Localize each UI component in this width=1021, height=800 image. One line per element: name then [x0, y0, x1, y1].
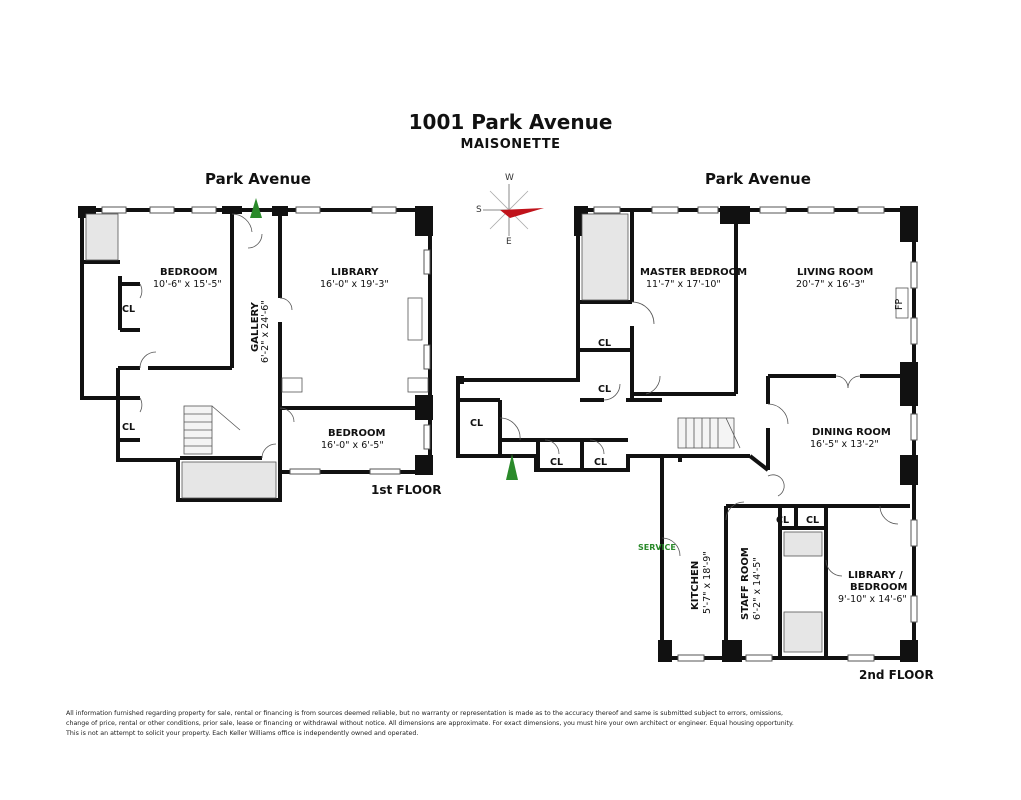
floor2-closet-label: CL [598, 338, 611, 349]
floor1-stair [184, 405, 241, 447]
floor2-library-bedroom-dims: 9'-10" x 14'-6" [838, 594, 907, 605]
floor1-library-dims: 16'-0" x 19'-3" [320, 279, 389, 290]
floor2-closet-label: CL [550, 457, 563, 468]
floor1-columns [78, 206, 433, 475]
floor2-street-label: Park Avenue [705, 170, 811, 188]
floor2-dining-room-dims: 16'-5" x 13'-2" [810, 439, 879, 450]
floor2-fireplace-label: FP [894, 299, 905, 310]
floor2-kitchen-dims: 5'-7" x 18'-9" [702, 551, 713, 614]
floor2-label: 2nd FLOOR [859, 668, 934, 682]
floor2-staff-room-name: STAFF ROOM [740, 547, 751, 620]
disclaimer-line: change of price, rental or other conditi… [66, 720, 794, 727]
floor2-stair [685, 417, 741, 449]
compass-needle-icon [500, 208, 544, 218]
compass-label-w: W [505, 173, 514, 183]
floor2-staff-room-dims: 6'-2" x 14'-5" [752, 557, 763, 620]
floor2-windows [593, 206, 918, 662]
floor1-gallery-name: GALLERY [250, 301, 261, 352]
floor2-library-bedroom-name-line2: BEDROOM [850, 582, 907, 593]
floor2-doors [499, 301, 899, 577]
floor1-closet-label: CL [122, 304, 135, 315]
floor2-fixtures [581, 213, 909, 653]
floor2-master-bedroom-name: MASTER BEDROOM [640, 267, 747, 278]
floor1-street-label: Park Avenue [205, 170, 311, 188]
disclaimer-line: This is not an attempt to solicit your p… [66, 730, 419, 737]
floor1-label: 1st FLOOR [371, 483, 442, 497]
floor2-closet-label: CL [470, 418, 483, 429]
floor2-plan: MASTER BEDROOM 11'-7" x 17'-10" LIVING R… [456, 206, 918, 662]
floor1-entry-arrow-icon [250, 198, 262, 218]
floor2-dining-room-name: DINING ROOM [812, 427, 891, 438]
floor1-library-name: LIBRARY [331, 267, 379, 278]
floor1-bedroom-a-name: BEDROOM [160, 267, 217, 278]
floor1-doors [139, 213, 295, 459]
floor2-kitchen-name: KITCHEN [690, 561, 701, 610]
floor2-entry-arrow-icon [506, 454, 518, 480]
floor1-gallery-dims: 6'-2" x 24'-6" [260, 300, 271, 363]
floor2-closet-label: CL [806, 515, 819, 526]
disclaimer-line: All information furnished regarding prop… [66, 710, 784, 717]
floor1-bedroom-a-dims: 10'-6" x 15'-5" [153, 279, 222, 290]
disclaimer: All information furnished regarding prop… [66, 709, 826, 739]
floor1-walls [80, 208, 432, 502]
compass-icon: W E S [476, 173, 544, 247]
floor2-library-bedroom-name-line1: LIBRARY / [848, 570, 903, 581]
floor2-closet-label: CL [598, 384, 611, 395]
floor1-fixtures [85, 213, 429, 499]
floor1-closet-label: CL [122, 422, 135, 433]
plan-subtitle: MAISONETTE [460, 137, 561, 152]
floor2-living-room-name: LIVING ROOM [797, 267, 873, 278]
compass-label-s: S [476, 205, 482, 215]
floor2-master-bedroom-dims: 11'-7" x 17'-10" [646, 279, 721, 290]
floor2-service-label: SERVICE [638, 543, 676, 552]
plan-title: 1001 Park Avenue [408, 110, 613, 134]
floor1-windows [101, 206, 431, 475]
floor1-bedroom-b-dims: 16'-0" x 6'-5" [321, 440, 384, 451]
floor2-living-room-dims: 20'-7" x 16'-3" [796, 279, 865, 290]
floor2-closet-label: CL [776, 515, 789, 526]
floor2-closet-label: CL [594, 457, 607, 468]
floor1-bedroom-b-name: BEDROOM [328, 428, 385, 439]
compass-label-e: E [506, 237, 512, 247]
floor1-plan: BEDROOM 10'-6" x 15'-5" LIBRARY 16'-0" x… [78, 198, 433, 502]
